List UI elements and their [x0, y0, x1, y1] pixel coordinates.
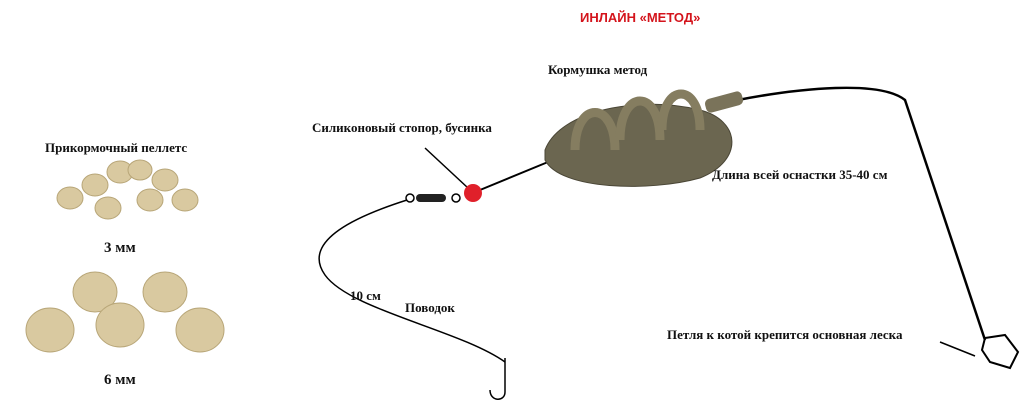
diagram-title: ИНЛАЙН «МЕТОД»	[580, 10, 701, 25]
hook-icon	[489, 358, 506, 400]
bead-icon	[464, 184, 482, 202]
hooklink-label: Поводок	[405, 300, 455, 315]
main-line	[737, 86, 987, 341]
loop	[980, 333, 1020, 370]
stopper-pointer	[424, 147, 469, 189]
pellets-label: Прикормочный пеллетс	[45, 140, 188, 155]
pellet-small-label: 3 мм	[104, 240, 136, 256]
hooklink-line	[318, 199, 506, 363]
hooklink-length-label: 10 см	[350, 288, 381, 303]
large-pellets-icon	[25, 271, 225, 353]
loop-label: Петля к котой крепится основная леска	[667, 327, 903, 342]
stopper-label: Силиконовый стопор, бусинка	[312, 120, 492, 135]
pellet-large-label: 6 мм	[104, 372, 136, 388]
loop-pointer	[939, 341, 976, 357]
swivel-icon	[405, 193, 461, 203]
small-pellets-icon	[56, 159, 199, 220]
length-label: Длина всей оснастки 35-40 см	[712, 167, 888, 182]
feeder-line	[479, 161, 549, 191]
feeder-label: Кормушка метод	[548, 62, 648, 77]
feeder-icon	[544, 89, 744, 187]
